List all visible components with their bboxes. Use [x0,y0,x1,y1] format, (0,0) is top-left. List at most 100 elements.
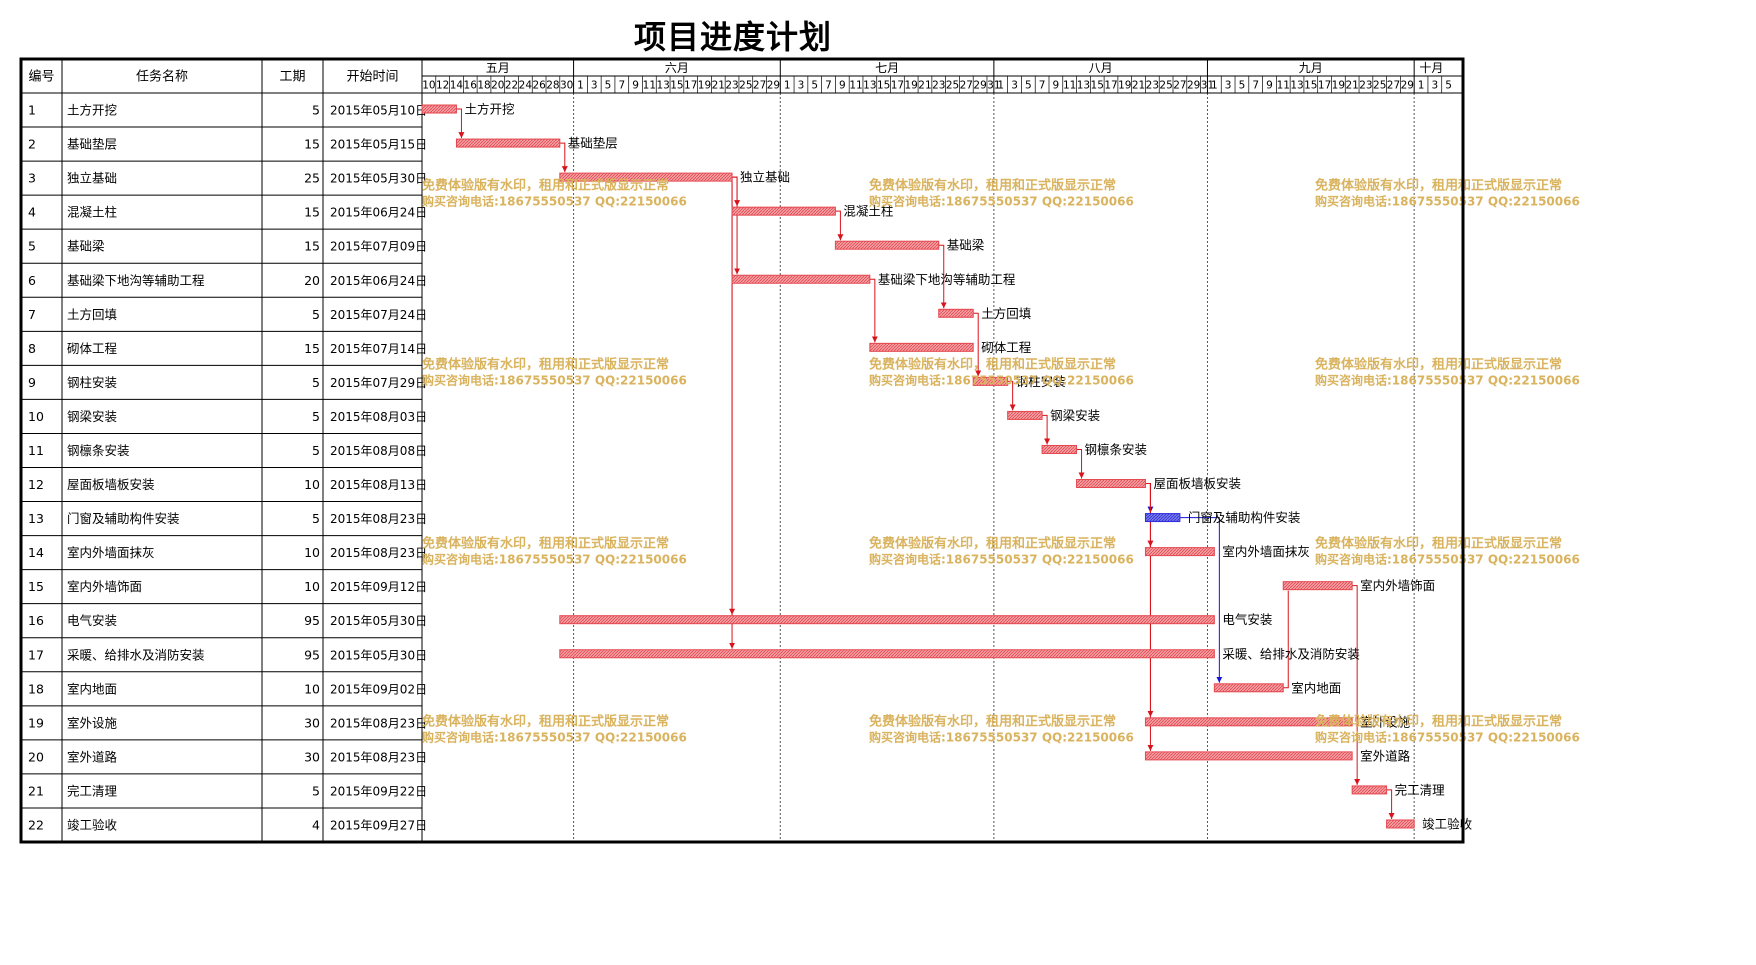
task-id-cell: 3 [28,171,36,186]
day-label: 3 [591,80,598,92]
task-start-cell: 2015年06月24日 [330,206,427,220]
day-label: 11 [849,80,862,92]
task-bar [421,104,457,114]
grid-layer [573,93,1415,842]
day-label: 7 [825,80,832,92]
day-label: 1 [997,80,1004,92]
day-label: 19 [1118,80,1131,92]
task-bar [972,376,1009,386]
task-name-cell: 室内外墙面抹灰 [67,545,155,560]
task-name-cell: 土方回填 [67,307,117,322]
day-label: 3 [1431,80,1438,92]
task-bar [559,615,1215,625]
task-bar [731,274,871,284]
watermark-text: 购买咨询电话:18675550537 QQ:22150066 [869,552,1134,567]
day-label: 22 [505,80,518,92]
month-label: 八月 [1089,61,1113,75]
day-label: 13 [863,80,876,92]
day-label: 5 [1239,80,1246,92]
watermark-text: 购买咨询电话:18675550537 QQ:22150066 [1315,194,1580,209]
task-id-cell: 12 [28,477,44,492]
day-label: 19 [698,80,711,92]
dependency-arrow [835,210,844,241]
task-duration-cell: 10 [304,579,320,594]
task-start-cell: 2015年09月12日 [330,580,427,594]
task-name-cell: 砌体工程 [67,341,118,356]
task-id-cell: 4 [28,205,36,220]
chart-frame [19,57,1465,844]
day-label: 25 [739,80,752,92]
task-duration-cell: 95 [304,613,320,628]
day-label: 23 [725,80,738,92]
task-id-cell: 21 [28,783,44,798]
day-label: 29 [973,80,986,92]
task-duration-cell: 4 [312,817,320,832]
day-label: 17 [891,80,904,92]
dependency-arrow [1283,590,1289,689]
task-duration-cell: 10 [304,681,320,696]
task-start-cell: 2015年09月27日 [330,818,427,832]
dependency-arrow [869,278,878,343]
watermark-text: 免费体验版有水印，租用和正式版显示正常 [869,357,1116,373]
month-label: 五月 [486,61,510,75]
task-duration-cell: 25 [304,171,320,186]
task-start-cell: 2015年07月29日 [330,376,427,390]
task-duration-cell: 15 [304,137,320,152]
task-bar-label: 砌体工程 [981,340,1032,355]
task-id-cell: 19 [28,715,44,730]
day-label: 17 [1104,80,1117,92]
outer-border [19,57,1465,844]
task-id-cell: 9 [28,375,36,390]
day-label: 1 [1418,80,1425,92]
task-bar-label: 钢梁安装 [1050,408,1100,423]
task-bar [1144,547,1215,557]
dependency-arrow [456,108,465,139]
day-label: 23 [1146,80,1159,92]
task-bar-label: 土方开挖 [464,102,514,117]
watermark-text: 购买咨询电话:18675550537 QQ:22150066 [1315,373,1580,388]
watermark-text: 购买咨询电话:18675550537 QQ:22150066 [869,194,1134,209]
task-start-cell: 2015年05月30日 [330,614,427,628]
task-start-cell: 2015年09月22日 [330,784,427,798]
task-bar-label: 钢檩条安装 [1085,442,1148,457]
day-label: 19 [905,80,918,92]
task-bar-label: 混凝土柱 [843,204,893,219]
task-id-cell: 15 [28,579,44,594]
task-start-cell: 2015年06月24日 [330,274,427,288]
table-header-cell: 工期 [279,70,305,85]
task-start-cell: 2015年08月23日 [330,546,427,560]
task-start-cell: 2015年05月10日 [330,104,427,118]
day-label: 3 [798,80,805,92]
day-label: 31 [987,80,1000,92]
task-start-cell: 2015年08月13日 [330,478,427,492]
day-label: 3 [1011,80,1018,92]
day-label: 11 [1063,80,1076,92]
day-label: 1 [784,80,791,92]
task-duration-cell: 5 [312,307,320,322]
task-start-cell: 2015年07月14日 [330,342,427,356]
watermark-text: 购买咨询电话:18675550537 QQ:22150066 [422,194,687,209]
day-label: 10 [422,80,435,92]
month-label: 七月 [875,61,899,75]
day-label: 21 [918,80,931,92]
task-bar [1144,751,1353,761]
day-label: 27 [1173,80,1186,92]
task-bar-label: 室外道路 [1360,748,1411,763]
day-label: 18 [477,80,490,92]
task-id-cell: 20 [28,749,44,764]
task-id-cell: 6 [28,273,36,288]
day-label: 24 [519,80,533,92]
day-label: 17 [684,80,697,92]
watermark-text: 购买咨询电话:18675550537 QQ:22150066 [1315,552,1580,567]
day-label: 5 [605,80,612,92]
table-header-cell: 任务名称 [136,69,188,85]
task-bar [559,649,1215,659]
dependency-arrow [1042,414,1051,445]
dependency-arrow [1076,448,1085,479]
watermark-text: 免费体验版有水印，租用和正式版显示正常 [1315,714,1562,730]
task-bar-label: 室内地面 [1291,680,1341,695]
task-duration-cell: 20 [304,273,320,288]
dependency-arrow [1386,789,1395,819]
